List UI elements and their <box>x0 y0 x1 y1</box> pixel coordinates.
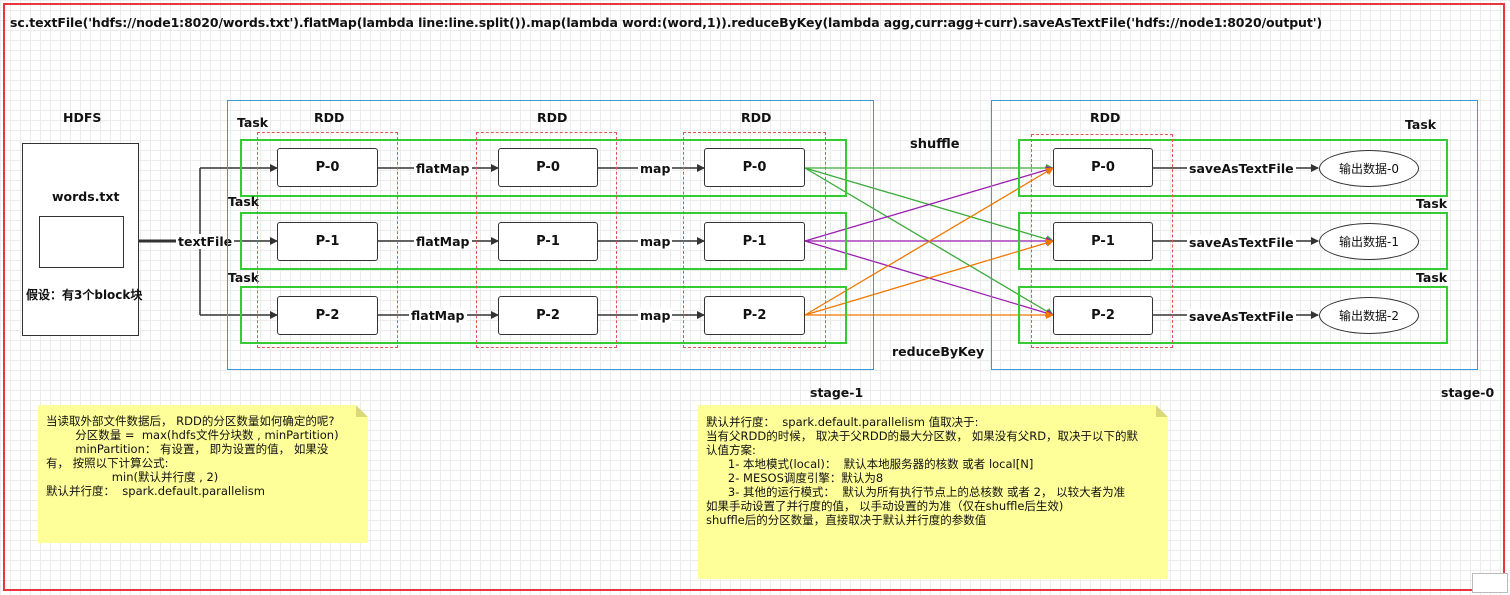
output-data-0: 输出数据-0 <box>1319 150 1419 187</box>
output-data-2: 输出数据-2 <box>1319 297 1419 334</box>
rdd-column-2 <box>476 132 617 348</box>
op-textfile: textFile <box>176 234 235 249</box>
op-flatmap-1: flatMap <box>414 234 472 249</box>
task-label-s0-0: Task <box>1405 117 1437 132</box>
rdd4-partition-1: P-1 <box>1053 222 1153 261</box>
task-label-s1-1: Task <box>228 194 260 209</box>
rdd1-partition-0: P-0 <box>277 148 378 187</box>
op-save-0: saveAsTextFile <box>1187 161 1296 176</box>
rdd-column-1 <box>257 132 398 348</box>
op-map-1: map <box>638 234 673 249</box>
op-flatmap-0: flatMap <box>414 161 472 176</box>
hdfs-assumption: 假设：有3个block块 <box>26 288 143 302</box>
task-lane-s0-2 <box>1018 286 1448 344</box>
task-label-s1-2: Task <box>228 270 260 285</box>
hdfs-title: HDFS <box>63 110 102 125</box>
reducebykey-label: reduceByKey <box>892 344 985 359</box>
note-right-line-4: 1- 本地模式(local)： 默认本地服务器的核数 或者 local[N] <box>706 457 1034 471</box>
op-map-0: map <box>638 161 673 176</box>
rdd-column-4 <box>1031 134 1173 348</box>
diagram-frame <box>3 3 1505 591</box>
note-right-line-6: 3- 其他的运行模式： 默认为所有执行节点上的总核数 或者 2， 以较大者为准 <box>706 485 1126 499</box>
minimap-widget[interactable] <box>1472 573 1508 593</box>
shuffle-label: shuffle <box>910 137 960 152</box>
note-left-line-7: 默认并行度： spark.default.parallelism <box>46 484 265 498</box>
note-right-line-10: shuffle后的分区数量，直接取决于默认并行度的参数值 <box>706 513 987 527</box>
task-label-s0-1: Task <box>1416 196 1448 211</box>
stage-0-box <box>991 100 1478 370</box>
task-lane-1 <box>240 212 847 270</box>
rdd-label-2: RDD <box>537 110 568 125</box>
task-label-s0-2: Task <box>1416 270 1448 285</box>
task-lane-2 <box>240 286 847 344</box>
rdd3-partition-0: P-0 <box>704 148 805 187</box>
parallelism-note-right: 默认并行度： spark.default.parallelism 值取决于: 当… <box>698 405 1168 579</box>
op-map-2: map <box>638 308 673 323</box>
note-left-line-0: 当读取外部文件数据后， RDD的分区数量如何确定的呢? <box>46 414 335 428</box>
op-save-1: saveAsTextFile <box>1187 235 1296 250</box>
stage-1-box <box>227 100 874 370</box>
hdfs-file-name: words.txt <box>52 189 120 204</box>
task-lane-0 <box>240 139 847 197</box>
file-block <box>39 216 124 268</box>
output-data-1: 输出数据-1 <box>1319 223 1419 260</box>
task-label-s1-0: Task <box>237 115 269 130</box>
op-save-2: saveAsTextFile <box>1187 309 1296 324</box>
rdd1-partition-2: P-2 <box>277 296 378 335</box>
rdd2-partition-1: P-1 <box>498 222 598 261</box>
note-left-line-3: minPartition： 有设置， 即为设置的值， 如果没 <box>46 442 329 456</box>
rdd-column-3 <box>683 132 826 348</box>
task-lane-s0-0 <box>1018 139 1448 197</box>
note-left-line-4: 有， 按照以下计算公式: <box>46 456 169 470</box>
rdd3-partition-2: P-2 <box>704 296 805 335</box>
note-right-line-2: 当有父RDD的时候， 取决于父RDD的最大分区数， 如果没有父RD，取决于以下的… <box>706 429 1139 443</box>
rdd-label-4: RDD <box>1090 110 1121 125</box>
note-right-line-8: 如果手动设置了并行度的值， 以手动设置的为准（仅在shuffle后生效) <box>706 499 1064 513</box>
note-right-line-0: 默认并行度： spark.default.parallelism 值取决于: <box>706 415 979 429</box>
rdd-label-3: RDD <box>741 110 772 125</box>
task-lane-s0-1 <box>1018 212 1448 270</box>
rdd2-partition-2: P-2 <box>498 296 598 335</box>
code-line: sc.textFile('hdfs://node1:8020/words.txt… <box>10 15 1323 30</box>
op-flatmap-2: flatMap <box>409 308 467 323</box>
note-left-line-1: 分区数量 = max(hdfs文件分块数 , minPartition) <box>46 428 339 442</box>
note-right-line-3: 认值方案: <box>706 443 756 457</box>
note-left-line-5: min(默认并行度 , 2) <box>46 470 219 484</box>
rdd3-partition-1: P-1 <box>704 222 805 261</box>
stage-0-label: stage-0 <box>1441 385 1495 400</box>
rdd4-partition-0: P-0 <box>1053 148 1153 187</box>
stage-1-label: stage-1 <box>810 385 864 400</box>
rdd-label-1: RDD <box>314 110 345 125</box>
rdd1-partition-1: P-1 <box>277 222 378 261</box>
rdd2-partition-0: P-0 <box>498 148 598 187</box>
note-right-line-5: 2- MESOS调度引擎：默认为8 <box>706 471 884 485</box>
rdd4-partition-2: P-2 <box>1053 296 1153 335</box>
partition-note-left: 当读取外部文件数据后， RDD的分区数量如何确定的呢? 分区数量 = max(h… <box>38 405 368 543</box>
